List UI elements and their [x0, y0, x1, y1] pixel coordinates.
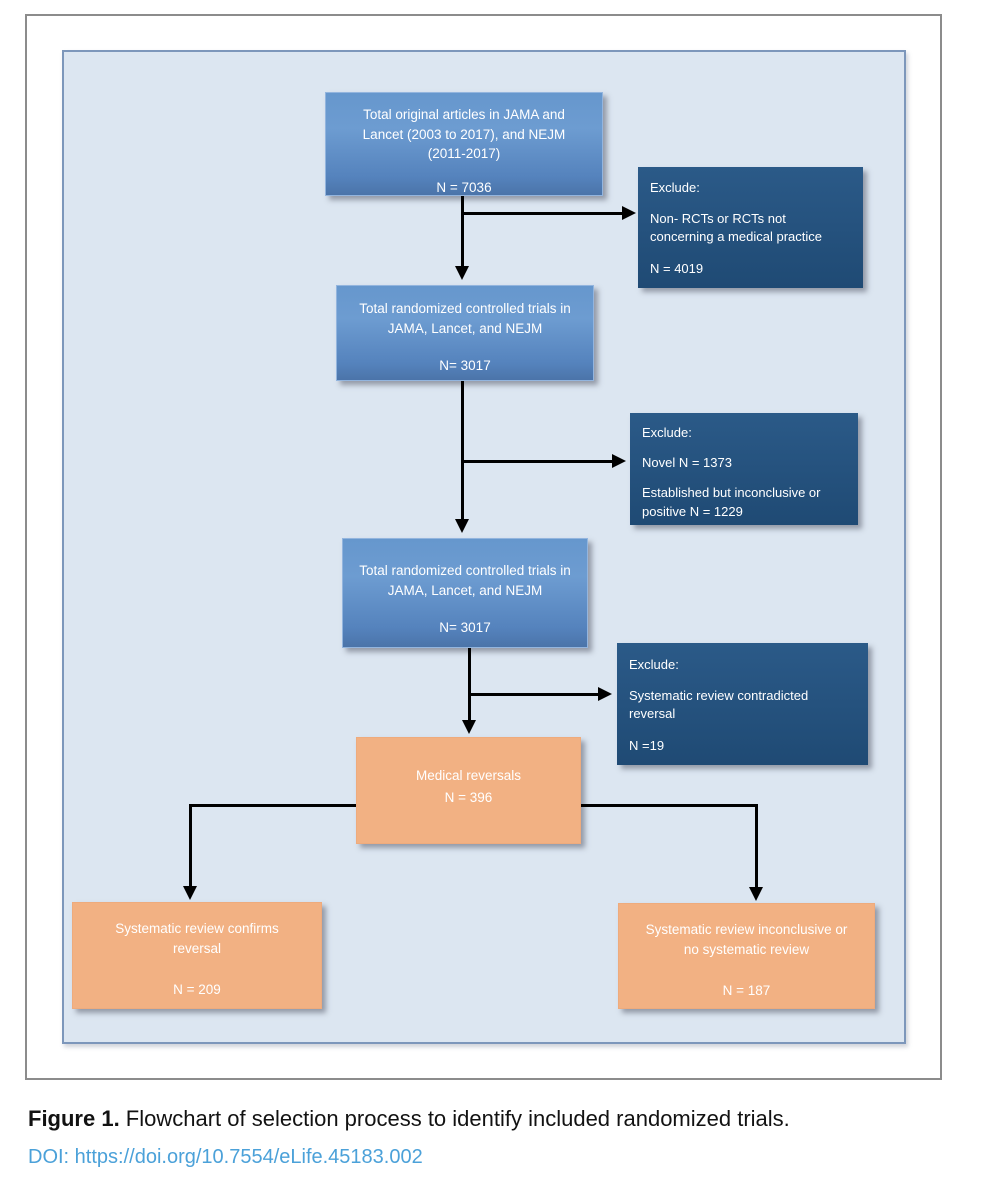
- arrow-to-exclude2-line: [462, 460, 613, 463]
- node-confirms-reversal: Systematic review confirms reversal N = …: [72, 902, 322, 1009]
- exclude-title: Exclude:: [650, 180, 700, 195]
- node-count: N = 7036: [436, 179, 492, 195]
- figure-caption: Figure 1. Flowchart of selection process…: [28, 1104, 963, 1134]
- arrow-left-split-head: [183, 886, 197, 900]
- node-exclude-novel: Exclude: Novel N = 1373 Established but …: [630, 413, 858, 525]
- node-text-line: JAMA, Lancet, and NEJM: [387, 320, 543, 336]
- node-text-line: Systematic review confirms: [115, 921, 279, 936]
- arrow-rct2-to-reversals-line: [468, 648, 471, 722]
- arrow-to-exclude3-line: [469, 693, 599, 696]
- exclude-body: Systematic review contradicted reversal: [629, 687, 856, 723]
- arrow-left-split-vertical: [189, 804, 192, 888]
- arrow-to-exclude3-head: [598, 687, 612, 701]
- arrow-to-exclude2-head: [612, 454, 626, 468]
- node-text-line: Total randomized controlled trials in: [359, 301, 571, 316]
- node-text-line: Total randomized controlled trials in: [359, 563, 571, 578]
- node-count: N = 187: [722, 983, 771, 999]
- node-count: N = 209: [173, 982, 221, 998]
- exclude-body-line: Established but inconclusive or: [642, 485, 821, 501]
- node-total-rct-2: Total randomized controlled trials in JA…: [342, 538, 588, 648]
- arrow-articles-to-rct1-line: [461, 196, 464, 268]
- node-text-line: Medical reversals: [415, 768, 522, 783]
- exclude-body: Established but inconclusive or positive…: [642, 484, 846, 520]
- node-text-line: reversal: [172, 940, 221, 956]
- node-count: N = 396: [444, 789, 493, 805]
- arrow-articles-to-rct1-head: [455, 266, 469, 280]
- node-medical-reversals: Medical reversals N = 396: [356, 737, 581, 844]
- exclude-body-line: reversal: [629, 706, 676, 722]
- exclude-title: Exclude:: [642, 425, 692, 440]
- arrow-rct2-to-reversals-head: [462, 720, 476, 734]
- arrow-left-split-horizontal: [189, 804, 356, 807]
- node-total-articles: Total original articles in JAMA and Lanc…: [325, 92, 603, 196]
- arrow-right-split-head: [749, 887, 763, 901]
- doi-link[interactable]: DOI: https://doi.org/10.7554/eLife.45183…: [28, 1146, 423, 1168]
- exclude-title: Exclude:: [629, 657, 679, 672]
- node-total-rct-1: Total randomized controlled trials in JA…: [336, 285, 594, 381]
- node-text-line: Total original articles in JAMA and: [363, 107, 565, 122]
- exclude-body-line: concerning a medical practice: [650, 229, 822, 245]
- node-exclude-non-rct: Exclude: Non- RCTs or RCTs not concernin…: [638, 167, 863, 288]
- arrow-rct1-to-rct2-line: [461, 381, 464, 521]
- exclude-body: Non- RCTs or RCTs not concerning a medic…: [650, 210, 851, 246]
- node-text-line: Lancet (2003 to 2017), and NEJM: [362, 126, 566, 142]
- node-count: N= 3017: [439, 358, 491, 374]
- figure-caption-text: Flowchart of selection process to identi…: [119, 1106, 790, 1131]
- node-text-line: Systematic review inconclusive or: [645, 922, 848, 937]
- arrow-to-exclude1-head: [622, 206, 636, 220]
- node-text-line: no systematic review: [683, 941, 810, 957]
- arrow-to-exclude1-line: [462, 212, 623, 215]
- exclude-body-line: Systematic review contradicted: [629, 688, 809, 704]
- node-inconclusive: Systematic review inconclusive or no sys…: [618, 903, 875, 1009]
- node-text-line: JAMA, Lancet, and NEJM: [387, 582, 543, 598]
- exclude-body: Novel N = 1373: [642, 455, 732, 471]
- arrow-right-split-horizontal: [581, 804, 758, 807]
- exclude-body-line: Non- RCTs or RCTs not: [650, 211, 786, 227]
- exclude-body-line: positive N = 1229: [642, 503, 743, 519]
- figure-caption-label: Figure 1.: [28, 1106, 120, 1131]
- arrow-right-split-vertical: [755, 804, 758, 889]
- node-count: N= 3017: [439, 620, 491, 636]
- node-exclude-sysrev: Exclude: Systematic review contradicted …: [617, 643, 868, 765]
- node-count: N =19: [629, 737, 665, 753]
- arrow-rct1-to-rct2-head: [455, 519, 469, 533]
- node-text-line: (2011-2017): [427, 146, 501, 162]
- node-count: N = 4019: [650, 260, 704, 276]
